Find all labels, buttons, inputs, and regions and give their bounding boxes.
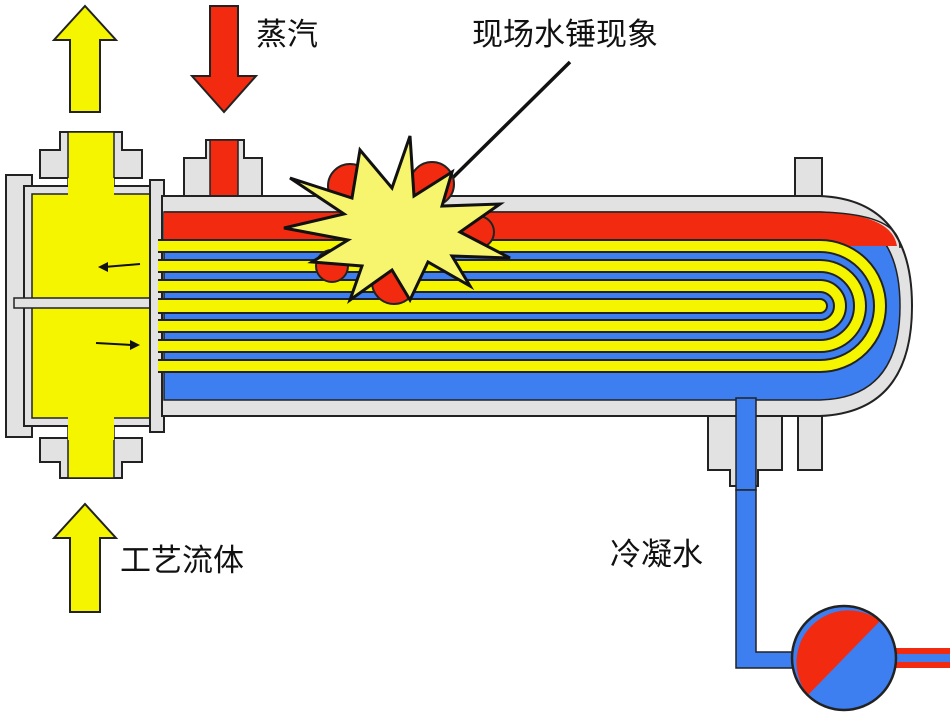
steam-trap-icon: [790, 604, 898, 712]
tube-bundle: [158, 239, 887, 373]
channel-head: [5, 131, 165, 479]
steam-label: 蒸汽: [256, 17, 318, 53]
process-outlet-arrow-icon: [51, 4, 119, 113]
flow-arrow-left-icon: [98, 262, 141, 272]
explosion-icon: [283, 60, 572, 305]
steam-inlet-arrow-icon: [189, 5, 259, 114]
process-inlet-arrow-icon: [51, 502, 119, 613]
flow-arrow-right-icon: [95, 340, 140, 350]
process-fluid-label: 工艺流体: [120, 543, 244, 579]
shell: [161, 139, 914, 491]
condensate-label: 冷凝水: [610, 537, 703, 573]
water-hammer-label: 现场水锤现象: [472, 17, 658, 53]
